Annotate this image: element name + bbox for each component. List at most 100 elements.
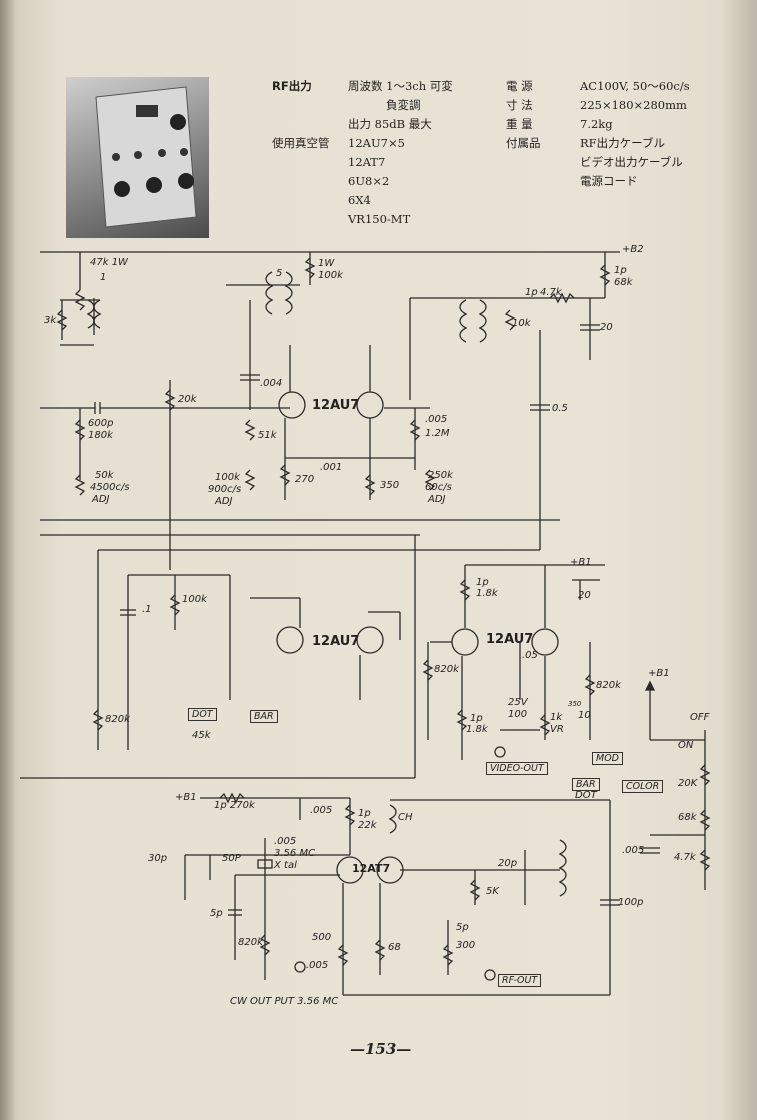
label-c5p: 5p bbox=[210, 908, 223, 919]
label-r47k3: 4.7k bbox=[674, 852, 696, 863]
label-c05: 0.5 bbox=[552, 403, 568, 414]
label-ch: CH bbox=[398, 812, 413, 823]
label-r350: 350 bbox=[380, 480, 400, 491]
label-r1p22k: 1p bbox=[358, 808, 371, 819]
spec-tube-3: 6U8×2 bbox=[348, 174, 390, 188]
label-r68k: 68k bbox=[614, 277, 633, 288]
label-c5p2: 5p bbox=[456, 922, 469, 933]
label-adj3b: ADJ bbox=[428, 494, 446, 505]
label-b1-osc: +B1 bbox=[175, 792, 197, 803]
spec-acc-2: ビデオ出力ケーブル bbox=[580, 155, 683, 169]
label-b2: +B2 bbox=[622, 244, 644, 255]
label-tube3: 12AU7 bbox=[486, 632, 534, 647]
spec-tube-1: 12AU7×5 bbox=[348, 136, 405, 150]
label-r12m: 1.2M bbox=[425, 428, 450, 439]
label-dot2: DOT bbox=[575, 790, 597, 801]
spec-tube-2: 12AT7 bbox=[348, 155, 386, 169]
label-adj1: 4500c/s bbox=[90, 482, 130, 493]
device-photo bbox=[66, 77, 209, 238]
label-r68k2: 68k bbox=[678, 812, 697, 823]
label-r820k4: 820k bbox=[238, 937, 263, 948]
spec-acc-3: 電源コード bbox=[580, 174, 638, 188]
page-number: —153— bbox=[350, 1040, 412, 1058]
label-adj2: 900c/s bbox=[208, 484, 242, 495]
spec-rf-label: RF出力 bbox=[272, 79, 312, 93]
label-r10k: 10k bbox=[512, 318, 531, 329]
label-xtal: X tal bbox=[274, 860, 297, 871]
label-r5k: 5K bbox=[486, 886, 499, 897]
label-c20: 20 bbox=[600, 322, 613, 333]
label-cw-out: CW OUT PUT 3.56 MC bbox=[230, 996, 339, 1007]
label-r100k2: 100k bbox=[182, 594, 207, 605]
label-r820k3: 820k bbox=[434, 664, 459, 675]
label-r100k-top: 100k bbox=[318, 270, 343, 281]
label-c005b: .005 bbox=[622, 845, 645, 856]
label-c20b: 20 bbox=[578, 590, 591, 601]
label-r1k: 1k bbox=[550, 712, 563, 723]
label-vr: VR bbox=[550, 724, 564, 735]
spec-weight-label: 重 量 bbox=[506, 117, 533, 131]
spec-tube-5: VR150-MT bbox=[348, 212, 411, 226]
label-r3k: 3k bbox=[44, 315, 57, 326]
label-r1p18k: 1p bbox=[476, 577, 489, 588]
label-c005: .005 bbox=[425, 414, 448, 425]
label-r47k2: 4.7k bbox=[540, 287, 562, 298]
label-dot: DOT bbox=[188, 708, 217, 721]
label-c100: 100 bbox=[508, 709, 528, 720]
label-r1p270k: 1p 270k bbox=[214, 800, 255, 811]
label-r18k2: 1.8k bbox=[466, 724, 488, 735]
label-r270: 270 bbox=[295, 474, 315, 485]
label-r20k2: 20K bbox=[678, 778, 698, 789]
label-tube2: 12AU7 bbox=[312, 634, 360, 649]
label-r45k: 45k bbox=[192, 730, 211, 741]
label-c10: 10 bbox=[578, 710, 591, 721]
spec-rf-mod: 負変調 bbox=[386, 98, 421, 112]
label-r180k: 180k bbox=[88, 430, 113, 441]
label-c001: .001 bbox=[320, 462, 343, 473]
label-r820k2: 820k bbox=[596, 680, 621, 691]
label-mod: MOD bbox=[592, 752, 623, 765]
spec-power-label: 電 源 bbox=[506, 79, 533, 93]
spec-acc-label: 付属品 bbox=[506, 136, 541, 150]
label-r250k: 250k bbox=[428, 470, 453, 481]
label-r1p68k: 1p bbox=[614, 265, 627, 276]
label-on: ON bbox=[678, 740, 694, 751]
label-r20k: 20k bbox=[178, 394, 197, 405]
label-c005c: .005 bbox=[310, 805, 333, 816]
label-off: OFF bbox=[690, 712, 710, 723]
spec-power: AC100V, 50～60c/s bbox=[580, 79, 690, 93]
label-color: COLOR bbox=[622, 780, 664, 793]
label-c005d: .005 bbox=[274, 836, 297, 847]
label-r100k-mid: 100k bbox=[215, 472, 240, 483]
book-spine bbox=[0, 0, 14, 1120]
label-video-out: VIDEO-OUT bbox=[486, 762, 548, 775]
spec-rf-freq: 周波数 1～3ch 可変 bbox=[348, 79, 453, 93]
label-c5: 5 bbox=[276, 268, 283, 279]
spec-acc-1: RF出力ケーブル bbox=[580, 136, 665, 150]
device-photo-drawing bbox=[95, 86, 197, 228]
label-c30p: 30p bbox=[148, 853, 168, 864]
label-bar2: BAR bbox=[572, 778, 600, 791]
label-r820k: 820k bbox=[105, 714, 130, 725]
label-r68: 68 bbox=[388, 942, 401, 953]
label-v25: 25V bbox=[508, 697, 528, 708]
label-r300: 300 bbox=[456, 940, 476, 951]
spec-tube-4: 6X4 bbox=[348, 193, 371, 207]
label-c1p: 1p bbox=[525, 287, 538, 298]
spec-size: 225×180×280mm bbox=[580, 98, 687, 112]
label-xtal-freq: 3.56 MC bbox=[274, 848, 316, 859]
label-r1w: 1W bbox=[318, 258, 335, 269]
label-r47k: 47k 1W bbox=[90, 257, 128, 268]
label-r1p18k2: 1p bbox=[470, 713, 483, 724]
spec-tubes-label: 使用真空管 bbox=[272, 136, 330, 150]
label-c004: .004 bbox=[260, 378, 283, 389]
label-c20p: 20p bbox=[498, 858, 518, 869]
label-c350: 350 bbox=[568, 700, 582, 708]
label-rf-out: RF-OUT bbox=[498, 974, 542, 987]
label-c05b: .05 bbox=[522, 650, 538, 661]
label-r18k: 1.8k bbox=[476, 588, 498, 599]
label-r50k: 50k bbox=[95, 470, 114, 481]
label-c100p: 100p bbox=[618, 897, 644, 908]
label-r51k: 51k bbox=[258, 430, 277, 441]
